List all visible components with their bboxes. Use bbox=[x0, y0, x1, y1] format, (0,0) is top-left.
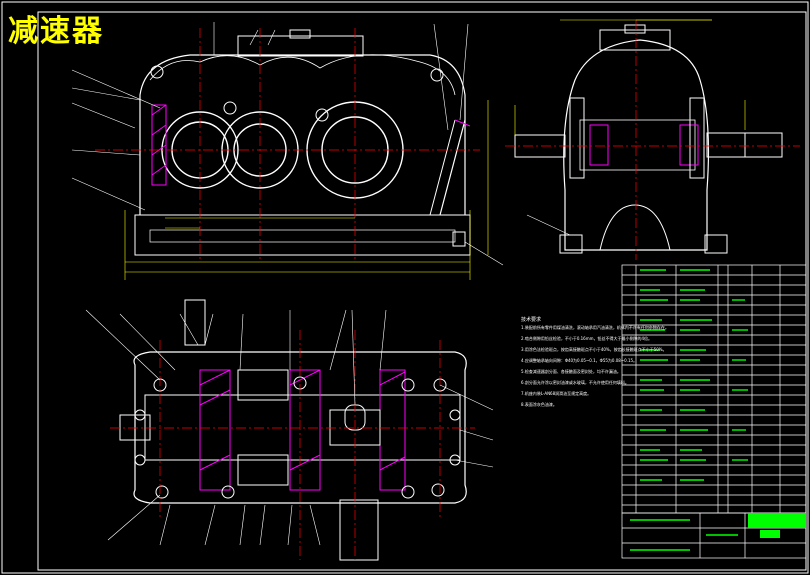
tech-note: 2.啮合侧隙用铅丝检验，不小于0.16mm，铅丝不得大于最小侧隙的4倍。 bbox=[521, 336, 653, 341]
tech-note: 7.机座内装L-AN68润滑油至规定高度。 bbox=[521, 391, 592, 396]
tech-note: 5.检查减速器剖分面、各接触面及密封处，均不许漏油。 bbox=[521, 369, 621, 374]
tech-note: 1.装配前所有零件用煤油清洗，滚动轴承用汽油清洗，机体内不许有任何杂物存在。 bbox=[521, 325, 669, 330]
title-block bbox=[621, 512, 807, 559]
tech-notes-title: 技术要求 bbox=[521, 317, 542, 323]
tech-note: 4.应调整轴承轴向间隙：Φ40为0.05~0.1，Φ55为0.08~0.15。 bbox=[521, 358, 638, 363]
tech-note: 3.用涂色法检验斑点，按齿高接触斑点不小于40%，按齿长接触斑点不小于50%。 bbox=[521, 347, 667, 352]
parts-list-entries bbox=[640, 269, 748, 481]
side-view bbox=[505, 19, 800, 260]
parts-list bbox=[621, 264, 807, 514]
tech-note: 8.表面涂灰色油漆。 bbox=[521, 402, 557, 407]
tech-note: 6.剖分面允许涂以密封油漆或水玻璃，不允许使用任何填料。 bbox=[521, 380, 629, 385]
inner-frame bbox=[37, 11, 807, 571]
drawing-title: 减速器 bbox=[8, 14, 104, 49]
top-view bbox=[85, 299, 494, 561]
front-view bbox=[71, 22, 504, 280]
